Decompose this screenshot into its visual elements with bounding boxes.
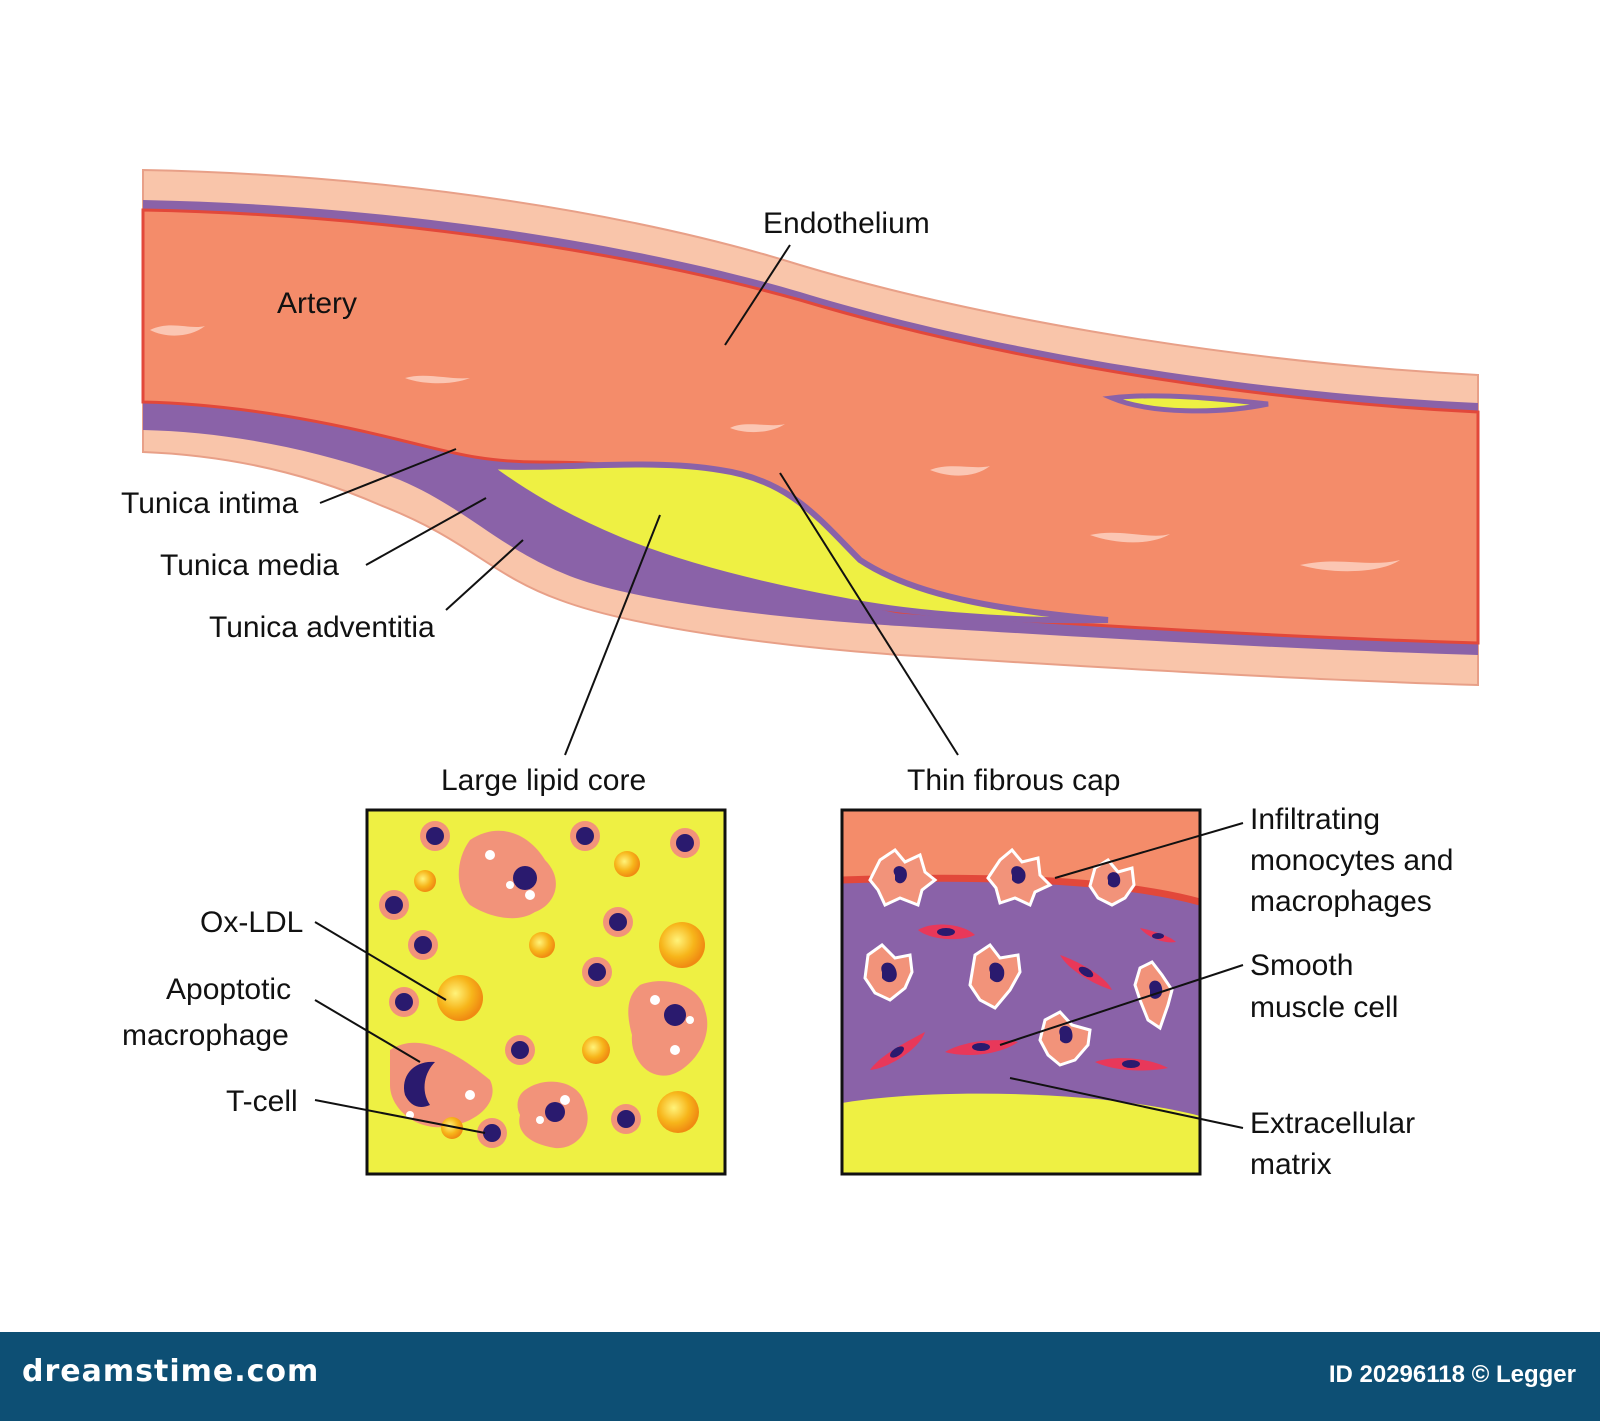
leader-t-cell — [314, 1099, 486, 1134]
artery-vessel — [141, 168, 1480, 687]
label-apoptotic-line1: Apoptotic — [166, 973, 291, 1006]
leader-tunica-adventitia — [445, 539, 524, 611]
label-infiltrating-line1: Infiltrating — [1250, 803, 1380, 836]
label-tunica-adventitia: Tunica adventitia — [209, 611, 435, 644]
ox-ldl-particles — [414, 851, 705, 1139]
label-ox-ldl: Ox-LDL — [200, 906, 303, 939]
label-infiltrating-line2: monocytes and — [1250, 844, 1453, 877]
label-infiltrating-line3: macrophages — [1250, 885, 1432, 918]
label-extracellular-line1: Extracellular — [1250, 1107, 1415, 1140]
label-thin-fibrous-cap: Thin fibrous cap — [907, 764, 1120, 797]
footer-image-id: ID 20296118 © Legger — [1328, 1361, 1576, 1388]
leader-lipid-core — [564, 514, 661, 756]
leader-fibrous-cap — [779, 472, 959, 756]
fibrous-cap-inset — [840, 808, 1202, 1176]
label-tunica-media: Tunica media — [160, 549, 339, 582]
leader-infiltrating — [1054, 822, 1244, 879]
label-extracellular-line2: matrix — [1250, 1148, 1332, 1181]
t-cells — [379, 821, 700, 1148]
lipid-core-inset — [365, 808, 727, 1176]
label-smooth-line2: muscle cell — [1250, 991, 1398, 1024]
lipid-plaque — [478, 461, 1109, 624]
leader-smooth-muscle — [999, 964, 1244, 1046]
leader-tunica-media — [365, 497, 487, 566]
leader-apoptotic — [314, 999, 421, 1063]
lipid-region — [842, 1093, 1200, 1174]
leader-tunica-intima — [319, 448, 457, 504]
leader-ox-ldl — [314, 921, 447, 1001]
label-tunica-intima: Tunica intima — [121, 487, 299, 520]
leader-endothelium — [724, 244, 791, 346]
small-plaque — [1102, 393, 1269, 414]
footer-logo: dreamstime.com — [22, 1354, 320, 1389]
label-smooth-line1: Smooth — [1250, 949, 1353, 982]
label-artery: Artery — [277, 287, 357, 320]
label-t-cell: T-cell — [226, 1085, 298, 1118]
blood-flow-highlights — [150, 325, 1400, 572]
leader-extracellular — [1009, 1077, 1244, 1129]
footer-bar: dreamstime.com ID 20296118 © Legger — [0, 1332, 1600, 1421]
label-apoptotic-line2: macrophage — [122, 1019, 289, 1052]
label-endothelium: Endothelium — [763, 207, 930, 240]
label-large-lipid-core: Large lipid core — [441, 764, 646, 797]
